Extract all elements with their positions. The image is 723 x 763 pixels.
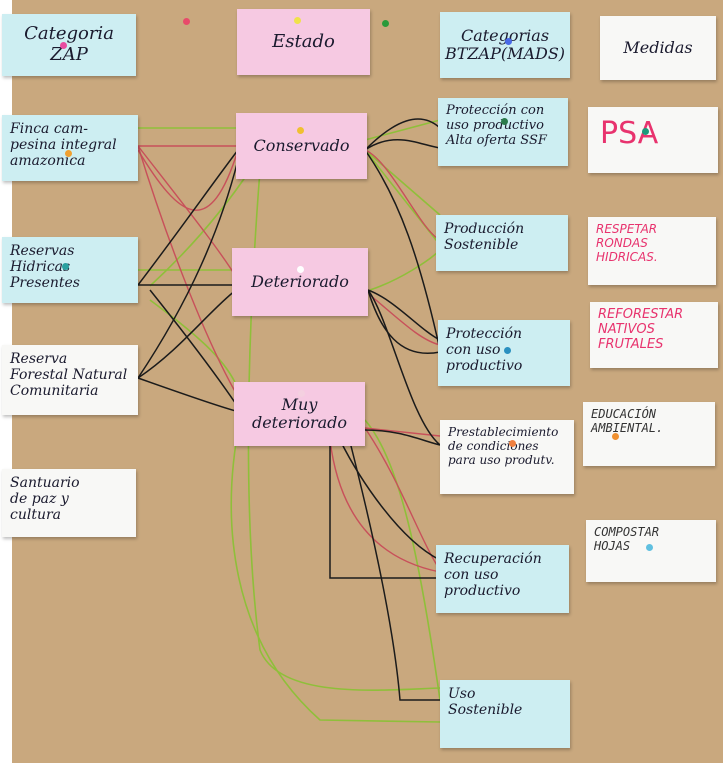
black-line: [349, 441, 440, 701]
black-line: [137, 377, 241, 413]
red-line: [364, 149, 441, 241]
btzap-item-card: Producción Sostenible: [436, 215, 568, 271]
red-connection-lines: [137, 145, 441, 573]
green-line: [364, 149, 441, 216]
green-line: [364, 119, 441, 141]
header-medidas-card: Medidas: [600, 16, 716, 80]
btzap-item-card: Protección con uso productivo: [438, 320, 570, 386]
push-pin: [65, 150, 72, 157]
btzap-item-card: Recuperación con uso productivo: [436, 545, 569, 613]
black-line: [364, 139, 441, 151]
push-pin: [509, 440, 516, 447]
black-line: [329, 445, 440, 579]
black-connection-lines: [137, 118, 441, 701]
header-zap-card: Categoria ZAP: [2, 14, 136, 76]
push-pin: [60, 42, 67, 49]
push-pin: [297, 266, 304, 273]
red-line: [137, 145, 239, 281]
btzap-item-card: Prestablecimiento de condiciones para us…: [440, 420, 574, 494]
zap-item-card: Finca cam- pesina integral amazonica: [2, 115, 138, 181]
black-line: [149, 289, 241, 411]
btzap-item-card: Protección con uso productivo Alta ofert…: [438, 98, 568, 166]
push-pin: [297, 127, 304, 134]
green-line: [364, 419, 441, 701]
push-pin: [646, 544, 653, 551]
black-line: [364, 149, 441, 351]
push-pin: [183, 18, 190, 25]
zap-item-card: Santuario de paz y cultura: [2, 469, 136, 537]
push-pin: [294, 17, 301, 24]
medida-item-card: COMPOSTAR HOJAS: [586, 520, 716, 582]
push-pin: [505, 38, 512, 45]
black-line: [339, 439, 441, 561]
red-line: [329, 439, 441, 573]
push-pin: [62, 263, 69, 270]
medida-item-card: RESPETAR RONDAS HIDRICAS.: [588, 217, 716, 285]
red-line: [137, 145, 241, 401]
header-estado-card: Estado: [237, 9, 370, 75]
red-line: [369, 294, 441, 346]
medida-item-card: REFORESTAR NATIVOS FRUTALES: [590, 302, 718, 368]
push-pin: [501, 118, 508, 125]
black-line: [367, 289, 441, 355]
black-line: [367, 289, 441, 446]
medida-item-card: PSA: [588, 107, 718, 173]
black-line: [364, 118, 441, 151]
push-pin: [612, 433, 619, 440]
black-line: [137, 289, 237, 379]
zap-item-card: Reserva Forestal Natural Comunitaria: [2, 345, 138, 415]
push-pin: [504, 347, 511, 354]
medida-item-card: EDUCACIÓN AMBIENTAL.: [583, 402, 715, 466]
green-line: [149, 169, 251, 287]
header-btzap-card: Categorias BTZAP(MADS): [440, 12, 570, 78]
push-pin: [642, 128, 649, 135]
red-line: [364, 427, 441, 437]
push-pin: [298, 390, 305, 397]
estado-item-card: Deteriorado: [232, 248, 368, 316]
estado-item-card: Conservado: [236, 113, 367, 179]
push-pin: [382, 20, 389, 27]
black-line: [364, 429, 441, 446]
red-line: [137, 149, 239, 211]
btzap-item-card: Uso Sostenible: [440, 680, 570, 748]
zap-item-card: Reservas Hidricas Presentes: [2, 237, 138, 303]
black-line: [367, 289, 441, 341]
green-line: [369, 249, 441, 291]
green-line: [230, 419, 441, 723]
black-line: [137, 149, 239, 286]
black-line: [137, 159, 239, 379]
red-line: [364, 427, 441, 571]
